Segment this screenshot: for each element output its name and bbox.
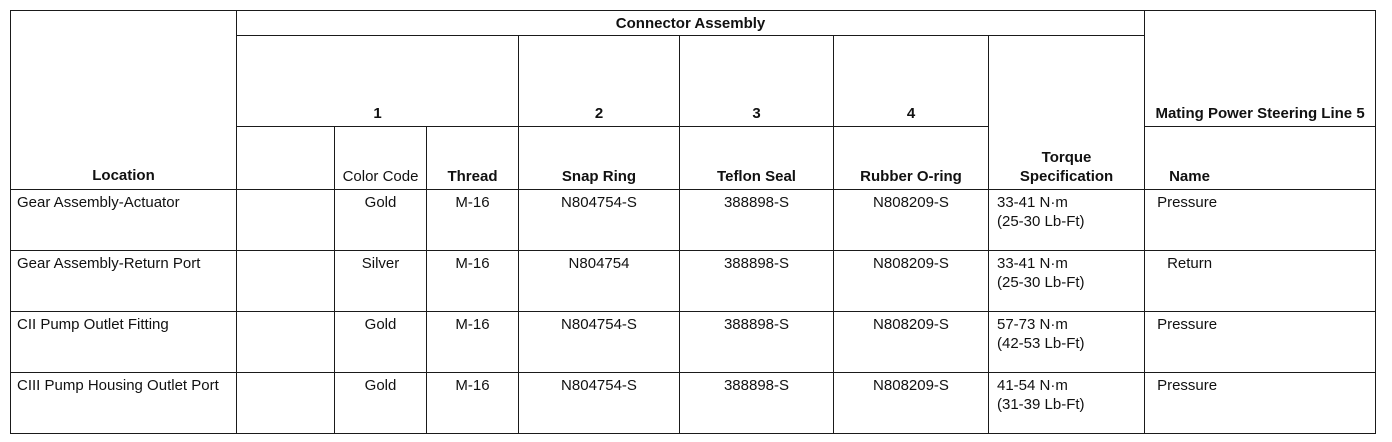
torque-nm: 57-73 N·m [997, 315, 1068, 333]
table-row: CIII Pump Housing Outlet Port Gold M-16 … [10, 371, 1377, 435]
header-col-1: 1 [236, 35, 519, 127]
cell-snap-ring: N804754-S [518, 371, 680, 435]
torque-lbft: (31-39 Lb-Ft) [997, 395, 1085, 413]
cell-location: Gear Assembly-Actuator [10, 188, 237, 251]
torque-nm: 41-54 N·m [997, 376, 1068, 394]
cell-torque: 57-73 N·m(42-53 Lb-Ft) [987, 310, 1146, 373]
table-row: Gear Assembly-Return Port Silver M-16 N8… [10, 249, 1377, 312]
cell-rubber-oring: N808209-S [833, 371, 989, 435]
cell-blank [236, 310, 335, 373]
cell-blank [236, 371, 335, 435]
cell-blank [236, 188, 335, 251]
cell-location: Gear Assembly-Return Port [10, 249, 237, 312]
table-row: Gear Assembly-Actuator Gold M-16 N804754… [10, 188, 1377, 251]
cell-name: Pressure [1144, 188, 1377, 251]
header-torque: Torque Specification [987, 35, 1146, 190]
cell-name: Pressure [1144, 371, 1377, 435]
cell-blank [236, 249, 335, 312]
cell-name: Pressure [1144, 310, 1377, 373]
cell-teflon-seal: 388898-S [679, 249, 834, 312]
cell-snap-ring: N804754-S [518, 310, 680, 373]
cell-torque: 41-54 N·m(31-39 Lb-Ft) [987, 371, 1146, 435]
header-thread: Thread [426, 125, 519, 190]
cell-thread: M-16 [426, 310, 519, 373]
cell-teflon-seal: 388898-S [679, 188, 834, 251]
cell-teflon-seal: 388898-S [679, 371, 834, 435]
cell-rubber-oring: N808209-S [833, 188, 989, 251]
header-connector-assembly: Connector Assembly [235, 9, 1146, 37]
header-rubber-oring: Rubber O-ring [833, 125, 989, 190]
header-col-4: 4 [833, 35, 989, 127]
cell-rubber-oring: N808209-S [833, 249, 989, 312]
cell-location: CIII Pump Housing Outlet Port [10, 371, 237, 435]
header-location: Location [10, 10, 237, 190]
header-blank [236, 125, 335, 190]
cell-thread: M-16 [426, 249, 519, 312]
cell-color-code: Gold [334, 188, 427, 251]
torque-lbft: (25-30 Lb-Ft) [997, 212, 1085, 230]
cell-teflon-seal: 388898-S [679, 310, 834, 373]
cell-thread: M-16 [426, 371, 519, 435]
cell-snap-ring: N804754-S [518, 188, 680, 251]
cell-snap-ring: N804754 [518, 249, 680, 312]
header-teflon-seal: Teflon Seal [679, 125, 834, 190]
torque-nm: 33-41 N·m [997, 193, 1068, 211]
cell-torque: 33-41 N·m(25-30 Lb-Ft) [987, 188, 1146, 251]
header-col-3: 3 [679, 35, 834, 127]
connector-spec-table: Location Connector Assembly Mating Power… [10, 9, 1377, 435]
cell-torque: 33-41 N·m(25-30 Lb-Ft) [987, 249, 1146, 312]
header-color-code: Color Code [334, 125, 427, 190]
torque-nm: 33-41 N·m [997, 254, 1068, 272]
cell-thread: M-16 [426, 188, 519, 251]
torque-lbft: (42-53 Lb-Ft) [997, 334, 1085, 352]
cell-rubber-oring: N808209-S [833, 310, 989, 373]
cell-color-code: Gold [334, 371, 427, 435]
torque-lbft: (25-30 Lb-Ft) [997, 273, 1085, 291]
cell-location: CII Pump Outlet Fitting [10, 310, 237, 373]
cell-color-code: Silver [334, 249, 427, 312]
header-snap-ring: Snap Ring [518, 125, 680, 190]
cell-name: Return [1144, 249, 1377, 312]
header-col-2: 2 [518, 35, 680, 127]
header-mating-line: Mating Power Steering Line 5 [1144, 10, 1377, 127]
table-row: CII Pump Outlet Fitting Gold M-16 N80475… [10, 310, 1377, 373]
header-name: Name [1144, 125, 1377, 190]
cell-color-code: Gold [334, 310, 427, 373]
